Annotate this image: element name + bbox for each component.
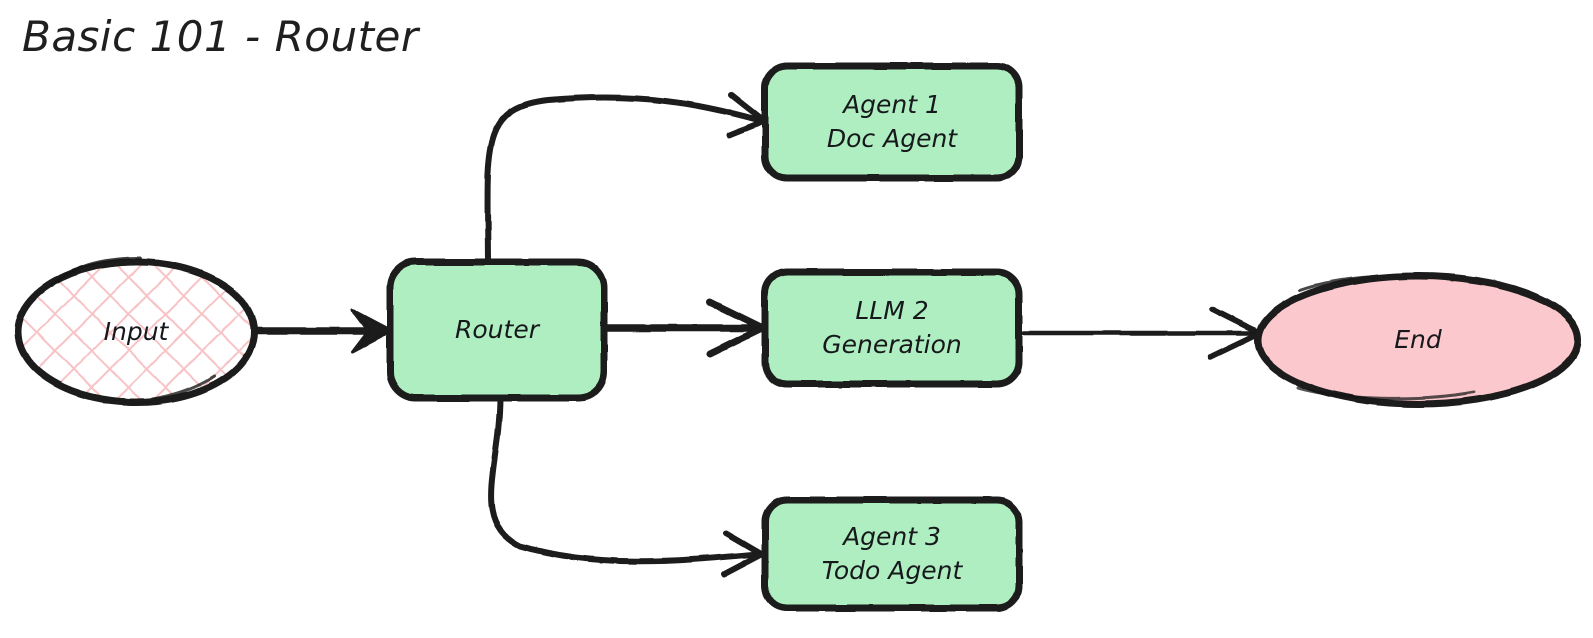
node-agent3[interactable]	[761, 496, 1023, 612]
edge-llm2-to-end	[1021, 306, 1263, 360]
node-llm2[interactable]	[761, 268, 1023, 388]
edge-input-to-router	[248, 308, 394, 354]
page-title: Basic 101 - Router	[22, 12, 419, 61]
edge-router-to-agent1	[484, 92, 767, 271]
node-agent1[interactable]	[761, 62, 1023, 182]
edge-router-to-agent3	[488, 393, 765, 577]
node-router[interactable]	[386, 258, 608, 402]
node-end[interactable]	[1254, 272, 1582, 408]
edge-router-to-llm2	[602, 298, 767, 358]
node-input[interactable]	[14, 256, 258, 406]
